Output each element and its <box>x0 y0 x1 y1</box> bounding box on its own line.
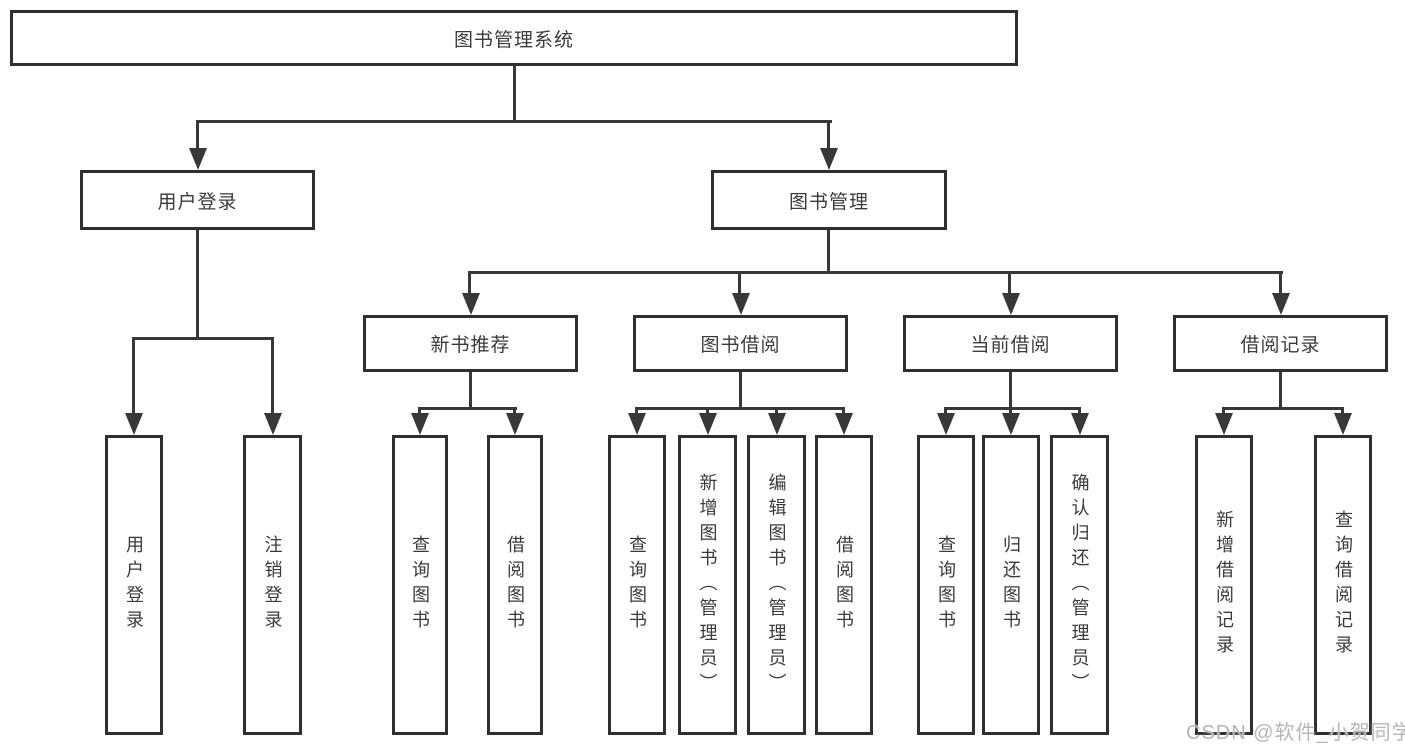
connector-records-stem <box>1279 370 1282 409</box>
node-leaf-confirm-return-admin: 确认归还（管理员） <box>1050 435 1109 735</box>
arrow-down-icon <box>1334 413 1352 435</box>
node-book-management: 图书管理 <box>711 170 947 230</box>
arrow-down-icon <box>820 148 838 170</box>
arrow-down-icon <box>937 413 955 435</box>
arrow-down-icon <box>462 293 480 315</box>
connector-login-stem <box>196 230 199 340</box>
arrow-down-icon <box>768 413 786 435</box>
connector-l3-drop-3 <box>1008 271 1011 295</box>
connector-records-drop-2 <box>1341 407 1344 417</box>
node-leaf-borrow-books-recommend: 借阅图书 <box>487 435 543 735</box>
connector-current-stem <box>1009 370 1012 409</box>
connector-recommend-horizontal <box>418 407 517 410</box>
arrow-down-icon <box>189 148 207 170</box>
arrow-down-icon <box>1002 293 1020 315</box>
node-leaf-logout: 注销登录 <box>243 435 302 735</box>
node-leaf-add-borrow-record-label: 新增借阅记录 <box>1214 510 1234 660</box>
connector-borrow-stem <box>739 370 742 409</box>
node-book-borrow: 图书借阅 <box>633 315 848 372</box>
node-current-borrow: 当前借阅 <box>903 315 1118 372</box>
node-leaf-query-books-recommend: 查询图书 <box>392 435 448 735</box>
connector-l3-drop-1 <box>468 271 471 295</box>
arrow-down-icon <box>411 413 429 435</box>
connector-recommend-drop-1 <box>418 407 421 417</box>
node-book-borrow-label: 图书借阅 <box>700 335 781 356</box>
connector-current-horizontal <box>944 407 1081 410</box>
node-user-login-label: 用户登录 <box>157 191 238 213</box>
node-leaf-query-books-recommend-label: 查询图书 <box>410 535 430 635</box>
node-leaf-query-books-borrow-label: 查询图书 <box>627 535 647 635</box>
connector-records-horizontal <box>1222 407 1344 410</box>
connector-recommend-stem <box>469 370 472 409</box>
connector-recommend-drop-2 <box>513 407 516 417</box>
arrow-down-icon <box>264 413 282 435</box>
node-user-login: 用户登录 <box>80 170 315 230</box>
node-leaf-edit-books-admin: 编辑图书（管理员） <box>747 435 806 735</box>
arrow-down-icon <box>125 413 143 435</box>
connector-l1-horizontal <box>196 120 832 123</box>
connector-mgmt-stem <box>827 230 830 274</box>
connector-l1-drop-left <box>196 120 199 150</box>
node-leaf-add-borrow-record: 新增借阅记录 <box>1195 435 1253 735</box>
connector-l1-drop-right <box>827 120 830 150</box>
node-borrow-records: 借阅记录 <box>1173 315 1388 372</box>
connector-l3-horizontal <box>469 271 1283 274</box>
node-leaf-query-borrow-record-label: 查询借阅记录 <box>1333 510 1353 660</box>
connector-login-horizontal <box>132 337 274 340</box>
arrow-down-icon <box>835 413 853 435</box>
connector-borrow-drop-4 <box>842 407 845 417</box>
node-leaf-return-books-label: 归还图书 <box>1001 535 1021 635</box>
connector-login-drop-1 <box>132 337 135 415</box>
node-leaf-add-books-admin: 新增图书（管理员） <box>678 435 737 735</box>
arrow-down-icon <box>506 413 524 435</box>
connector-l3-drop-4 <box>1279 271 1282 295</box>
node-root-label: 图书管理系统 <box>453 29 574 51</box>
connector-current-drop-3 <box>1078 407 1081 417</box>
node-new-book-recommend-label: 新书推荐 <box>430 335 511 356</box>
node-leaf-query-books-current: 查询图书 <box>917 435 975 735</box>
node-leaf-return-books: 归还图书 <box>982 435 1040 735</box>
arrow-down-icon <box>1272 293 1290 315</box>
connector-current-drop-1 <box>944 407 947 417</box>
connector-current-drop-2 <box>1009 407 1012 417</box>
arrow-down-icon <box>699 413 717 435</box>
connector-borrow-drop-2 <box>706 407 709 417</box>
node-leaf-edit-books-admin-label: 编辑图书（管理员） <box>766 472 787 698</box>
arrow-down-icon <box>732 293 750 315</box>
node-borrow-records-label: 借阅记录 <box>1240 335 1321 356</box>
arrow-down-icon <box>628 413 646 435</box>
node-leaf-user-login: 用户登录 <box>105 435 163 735</box>
node-leaf-logout-label: 注销登录 <box>262 535 283 635</box>
node-leaf-add-books-admin-label: 新增图书（管理员） <box>697 472 718 698</box>
arrow-down-icon <box>1002 413 1020 435</box>
node-current-borrow-label: 当前借阅 <box>970 335 1051 356</box>
node-leaf-query-books-borrow: 查询图书 <box>608 435 666 735</box>
connector-borrow-drop-1 <box>635 407 638 417</box>
connector-borrow-horizontal <box>635 407 845 410</box>
arrow-down-icon <box>1071 413 1089 435</box>
arrow-down-icon <box>1215 413 1233 435</box>
connector-borrow-drop-3 <box>775 407 778 417</box>
node-leaf-borrow-books: 借阅图书 <box>815 435 873 735</box>
node-leaf-query-books-current-label: 查询图书 <box>936 535 956 635</box>
node-leaf-borrow-books-label: 借阅图书 <box>834 535 854 635</box>
node-leaf-confirm-return-admin-label: 确认归还（管理员） <box>1069 472 1090 698</box>
node-root: 图书管理系统 <box>10 10 1018 66</box>
node-leaf-user-login-label: 用户登录 <box>124 535 144 635</box>
node-leaf-borrow-books-recommend-label: 借阅图书 <box>505 535 525 635</box>
connector-l3-drop-2 <box>738 271 741 295</box>
node-leaf-query-borrow-record: 查询借阅记录 <box>1314 435 1372 735</box>
node-book-management-label: 图书管理 <box>788 191 869 213</box>
node-new-book-recommend: 新书推荐 <box>363 315 578 372</box>
csdn-watermark: CSDN @软件_小贺同学 <box>1186 722 1405 744</box>
connector-login-drop-2 <box>271 337 274 415</box>
connector-records-drop-1 <box>1222 407 1225 417</box>
connector-root-stem <box>513 66 516 122</box>
